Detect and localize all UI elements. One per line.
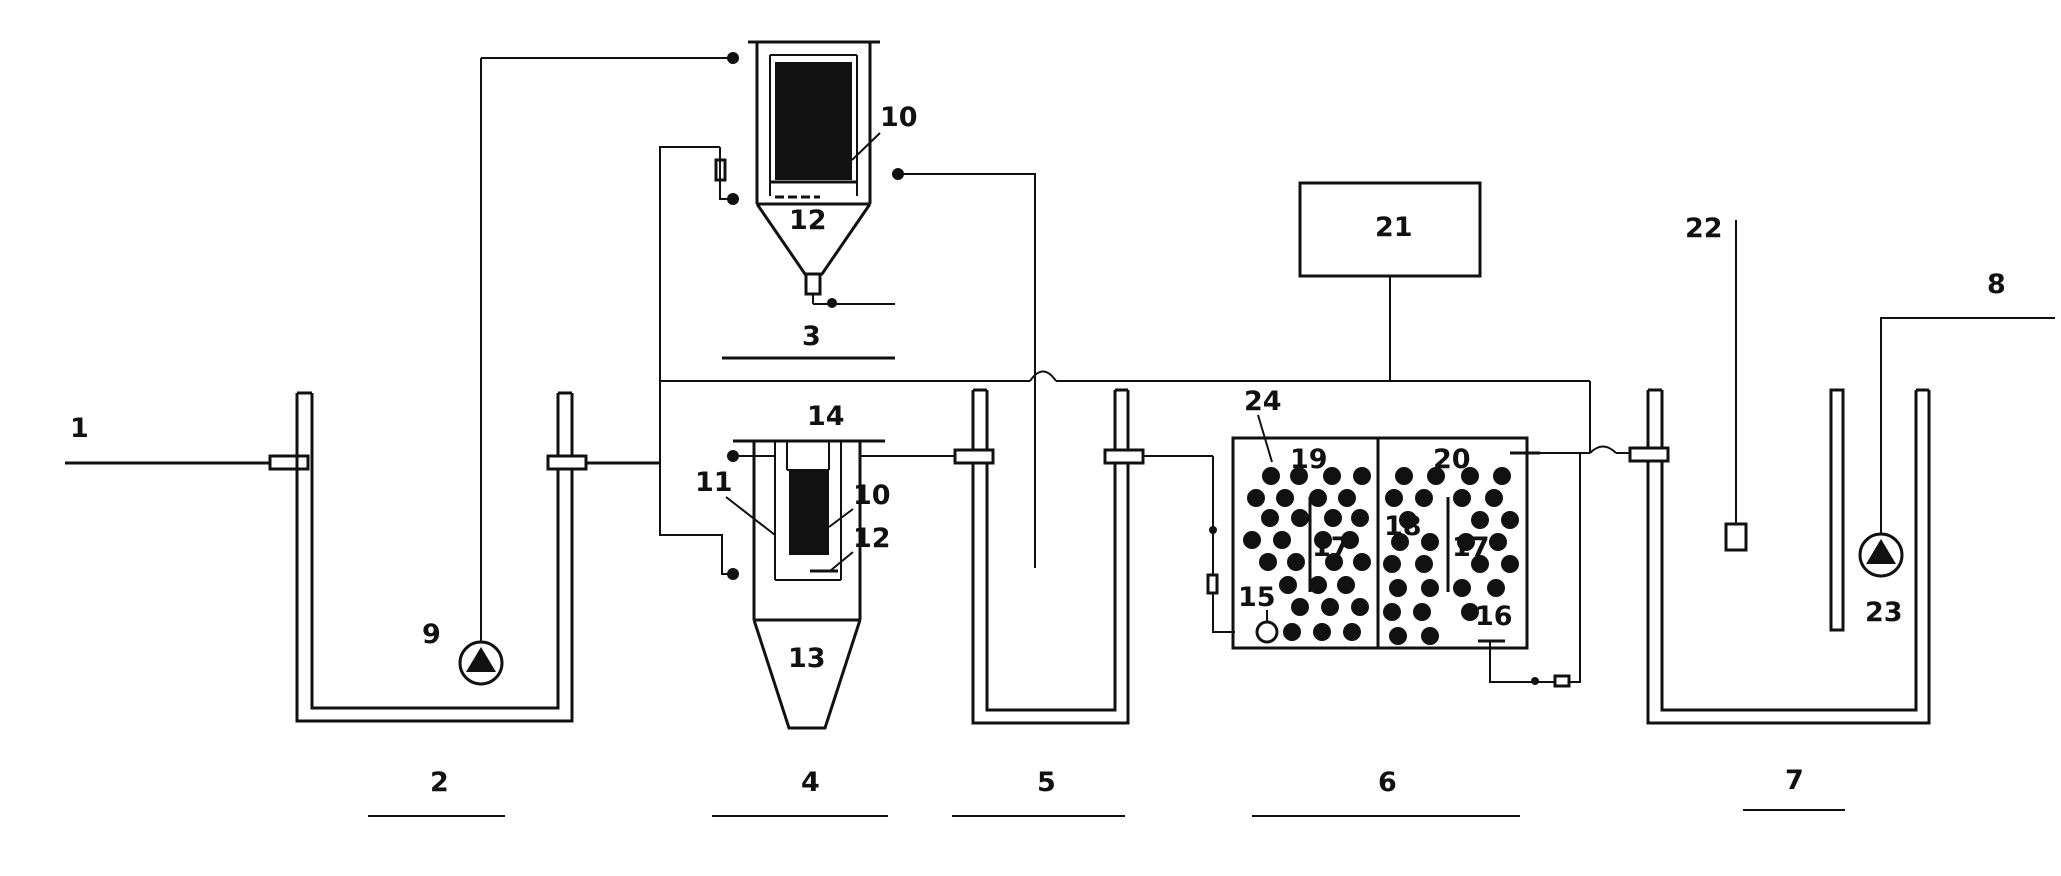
leader-12-bottom: [829, 551, 854, 572]
tank-5: [953, 388, 1235, 725]
label-part-15: 15: [1238, 582, 1276, 613]
label-plate-12-top: 12: [789, 205, 827, 236]
label-pump-9: 9: [422, 619, 441, 650]
label-part-16: 16: [1475, 601, 1513, 632]
leader-10-top: [851, 132, 881, 161]
unit-3: [722, 40, 904, 360]
label-controller-21: 21: [1375, 212, 1413, 243]
media-24: [1243, 467, 1519, 645]
label-tank-5: 5: [1037, 767, 1056, 798]
tank-7: [1628, 388, 1931, 725]
leader-24: [1257, 414, 1273, 463]
label-media-24: 24: [1244, 386, 1282, 417]
label-part-11: 11: [695, 467, 733, 498]
label-part-18: 18: [1384, 511, 1422, 542]
label-tank-2: 2: [430, 767, 449, 798]
label-pump-23: 23: [1865, 597, 1903, 628]
leader-10-bottom: [828, 508, 854, 528]
label-baffle-17-right: 17: [1452, 532, 1490, 563]
recycle-line-3: [659, 146, 1036, 568]
pump-23: [1858, 317, 2055, 578]
unit-4: [727, 439, 960, 730]
label-tank-7: 7: [1785, 765, 1804, 796]
label-cone-13: 13: [788, 643, 826, 674]
pump-9: [458, 52, 739, 686]
label-reactor-6: 6: [1378, 767, 1397, 798]
label-effluent-8: 8: [1987, 269, 2006, 300]
label-part-19: 19: [1290, 444, 1328, 475]
label-filter-10-top: 10: [880, 102, 918, 133]
label-part-14: 14: [807, 401, 845, 432]
inlet-line-4: [659, 463, 733, 575]
label-probe-22: 22: [1685, 213, 1723, 244]
label-unit-4: 4: [801, 767, 820, 798]
tank-2: [295, 391, 588, 723]
label-filter-10-bottom: 10: [853, 480, 891, 511]
leader-11: [725, 496, 776, 536]
influent-pipe: [65, 454, 310, 471]
reference-underlines: [368, 809, 1845, 817]
label-plate-12-bottom: 12: [853, 523, 891, 554]
reactor-6: [1231, 436, 1637, 688]
controller-21: [1298, 181, 1482, 278]
label-unit-3: 3: [802, 321, 821, 352]
header-line: [660, 276, 1591, 452]
label-influent-1: 1: [70, 413, 89, 444]
label-baffle-17-left: 17: [1312, 532, 1350, 563]
probe-22: [1724, 220, 1748, 552]
label-part-20: 20: [1433, 444, 1471, 475]
